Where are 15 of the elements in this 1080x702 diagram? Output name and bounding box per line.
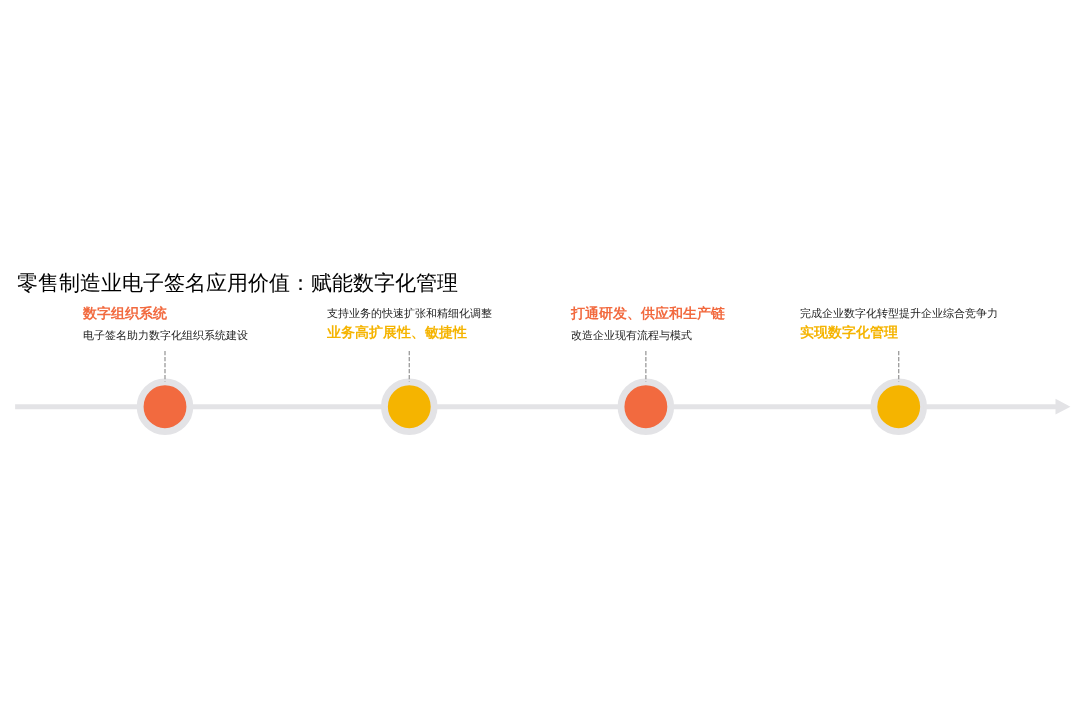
connector <box>164 350 166 383</box>
node-text: 支持业务的快速扩张和精细化调整 业务高扩展性、敏捷性 <box>327 307 492 341</box>
node-circle <box>617 378 675 435</box>
node-text: 数字组织系统 电子签名助力数字化组织系统建设 <box>82 305 248 343</box>
connector <box>15 404 140 410</box>
node-circle <box>136 378 194 435</box>
diagram-title: 零售制造业电子签名应用价值：赋能数字化管理 <box>16 271 458 296</box>
node-text: 打通研发、供应和生产链 改造企业现有流程与模式 <box>571 305 726 343</box>
connector <box>434 404 621 410</box>
connector <box>898 350 900 383</box>
connector <box>645 350 647 383</box>
node-circle <box>381 378 438 435</box>
node-text: 完成企业数字化转型提升企业综合竞争力 实现数字化管理 <box>800 307 999 341</box>
node-circle <box>870 378 927 435</box>
connector <box>408 350 410 383</box>
